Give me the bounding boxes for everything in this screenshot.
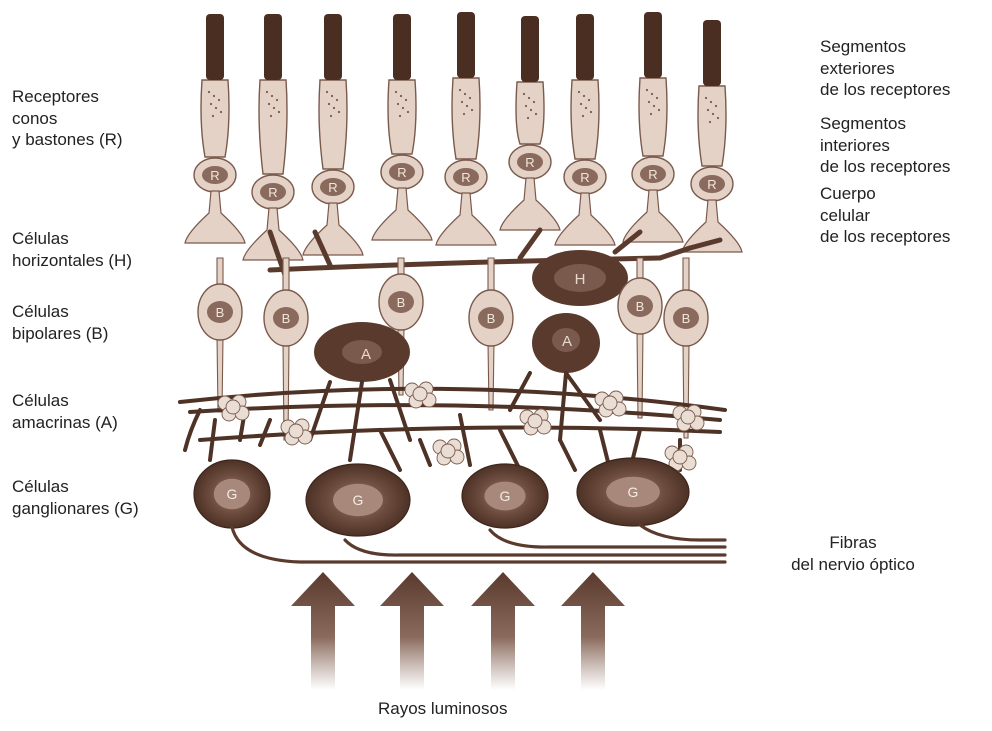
synaptic-terminal bbox=[281, 419, 312, 445]
ganglion-cell: G bbox=[306, 464, 410, 536]
receptor-letter: R bbox=[268, 185, 277, 200]
receptor-cell: R bbox=[555, 14, 615, 245]
bipolar-letter: B bbox=[636, 299, 645, 314]
light-ray-arrows bbox=[291, 572, 625, 690]
label-bipolares: Células bipolares (B) bbox=[12, 301, 108, 344]
synaptic-terminal bbox=[673, 405, 704, 431]
optic-nerve-fibers bbox=[232, 525, 725, 562]
receptor-cell: R bbox=[500, 16, 560, 230]
receptor-cell: R bbox=[436, 12, 496, 245]
label-segmentos-interiores: Segmentos interiores de los receptores bbox=[820, 113, 950, 178]
receptor-cell: R bbox=[623, 12, 683, 242]
bipolar-letter: B bbox=[682, 311, 691, 326]
synaptic-terminal bbox=[595, 391, 626, 417]
receptor-cell: R bbox=[372, 14, 432, 240]
label-amacrinas: Células amacrinas (A) bbox=[12, 390, 118, 433]
bipolar-letter: B bbox=[487, 311, 496, 326]
horizontal-cell: H bbox=[532, 250, 628, 306]
ganglion-letter: G bbox=[353, 492, 364, 508]
light-arrow-icon bbox=[291, 572, 355, 690]
bipolar-cell: B bbox=[264, 258, 308, 440]
label-cuerpo-celular: Cuerpo celular de los receptores bbox=[820, 183, 950, 248]
synaptic-terminal bbox=[405, 382, 436, 408]
bipolar-letter: B bbox=[216, 305, 225, 320]
receptor-cell: R bbox=[682, 20, 742, 252]
label-horizontales: Células horizontales (H) bbox=[12, 228, 132, 271]
label-rayos-luminosos: Rayos luminosos bbox=[378, 698, 507, 720]
receptor-letter: R bbox=[210, 168, 219, 183]
receptor-letter: R bbox=[580, 170, 589, 185]
ganglion-cell: G bbox=[194, 460, 270, 528]
synaptic-terminal bbox=[433, 439, 464, 465]
ganglion-letter: G bbox=[500, 488, 511, 504]
amacrine-cells: A A bbox=[314, 313, 600, 382]
bipolar-letter: B bbox=[397, 295, 406, 310]
light-arrow-icon bbox=[380, 572, 444, 690]
ganglion-letter: G bbox=[227, 486, 238, 502]
bipolar-letter: B bbox=[282, 311, 291, 326]
amacrine-letter-2: A bbox=[562, 333, 572, 350]
label-ganglionares: Células ganglionares (G) bbox=[12, 476, 139, 519]
receptor-cell: R bbox=[243, 14, 303, 260]
receptor-cell: R bbox=[185, 14, 245, 243]
ganglion-cell: G bbox=[462, 464, 548, 528]
horizontal-cell-letter: H bbox=[575, 271, 586, 288]
receptor-letter: R bbox=[648, 167, 657, 182]
bipolar-cell: B bbox=[198, 258, 242, 412]
receptor-letter: R bbox=[525, 155, 534, 170]
label-segmentos-exteriores: Segmentos exteriores de los receptores bbox=[820, 36, 950, 101]
label-fibras-nervio-optico: Fibras del nervio óptico bbox=[768, 532, 938, 575]
amacrine-letter-1: A bbox=[361, 346, 371, 363]
label-receptores: Receptores conos y bastones (R) bbox=[12, 86, 123, 151]
receptor-cells: R R R R R R R R R bbox=[185, 12, 742, 260]
receptor-letter: R bbox=[328, 180, 337, 195]
bipolar-cell: B bbox=[469, 258, 513, 410]
ganglion-cell: G bbox=[577, 458, 689, 526]
receptor-letter: R bbox=[461, 170, 470, 185]
synaptic-terminal bbox=[218, 395, 249, 421]
synaptic-terminal bbox=[520, 409, 551, 435]
receptor-cell: R bbox=[303, 14, 363, 255]
light-arrow-icon bbox=[471, 572, 535, 690]
receptor-letter: R bbox=[397, 165, 406, 180]
light-arrow-icon bbox=[561, 572, 625, 690]
receptor-letter: R bbox=[707, 177, 716, 192]
ganglion-letter: G bbox=[628, 484, 639, 500]
